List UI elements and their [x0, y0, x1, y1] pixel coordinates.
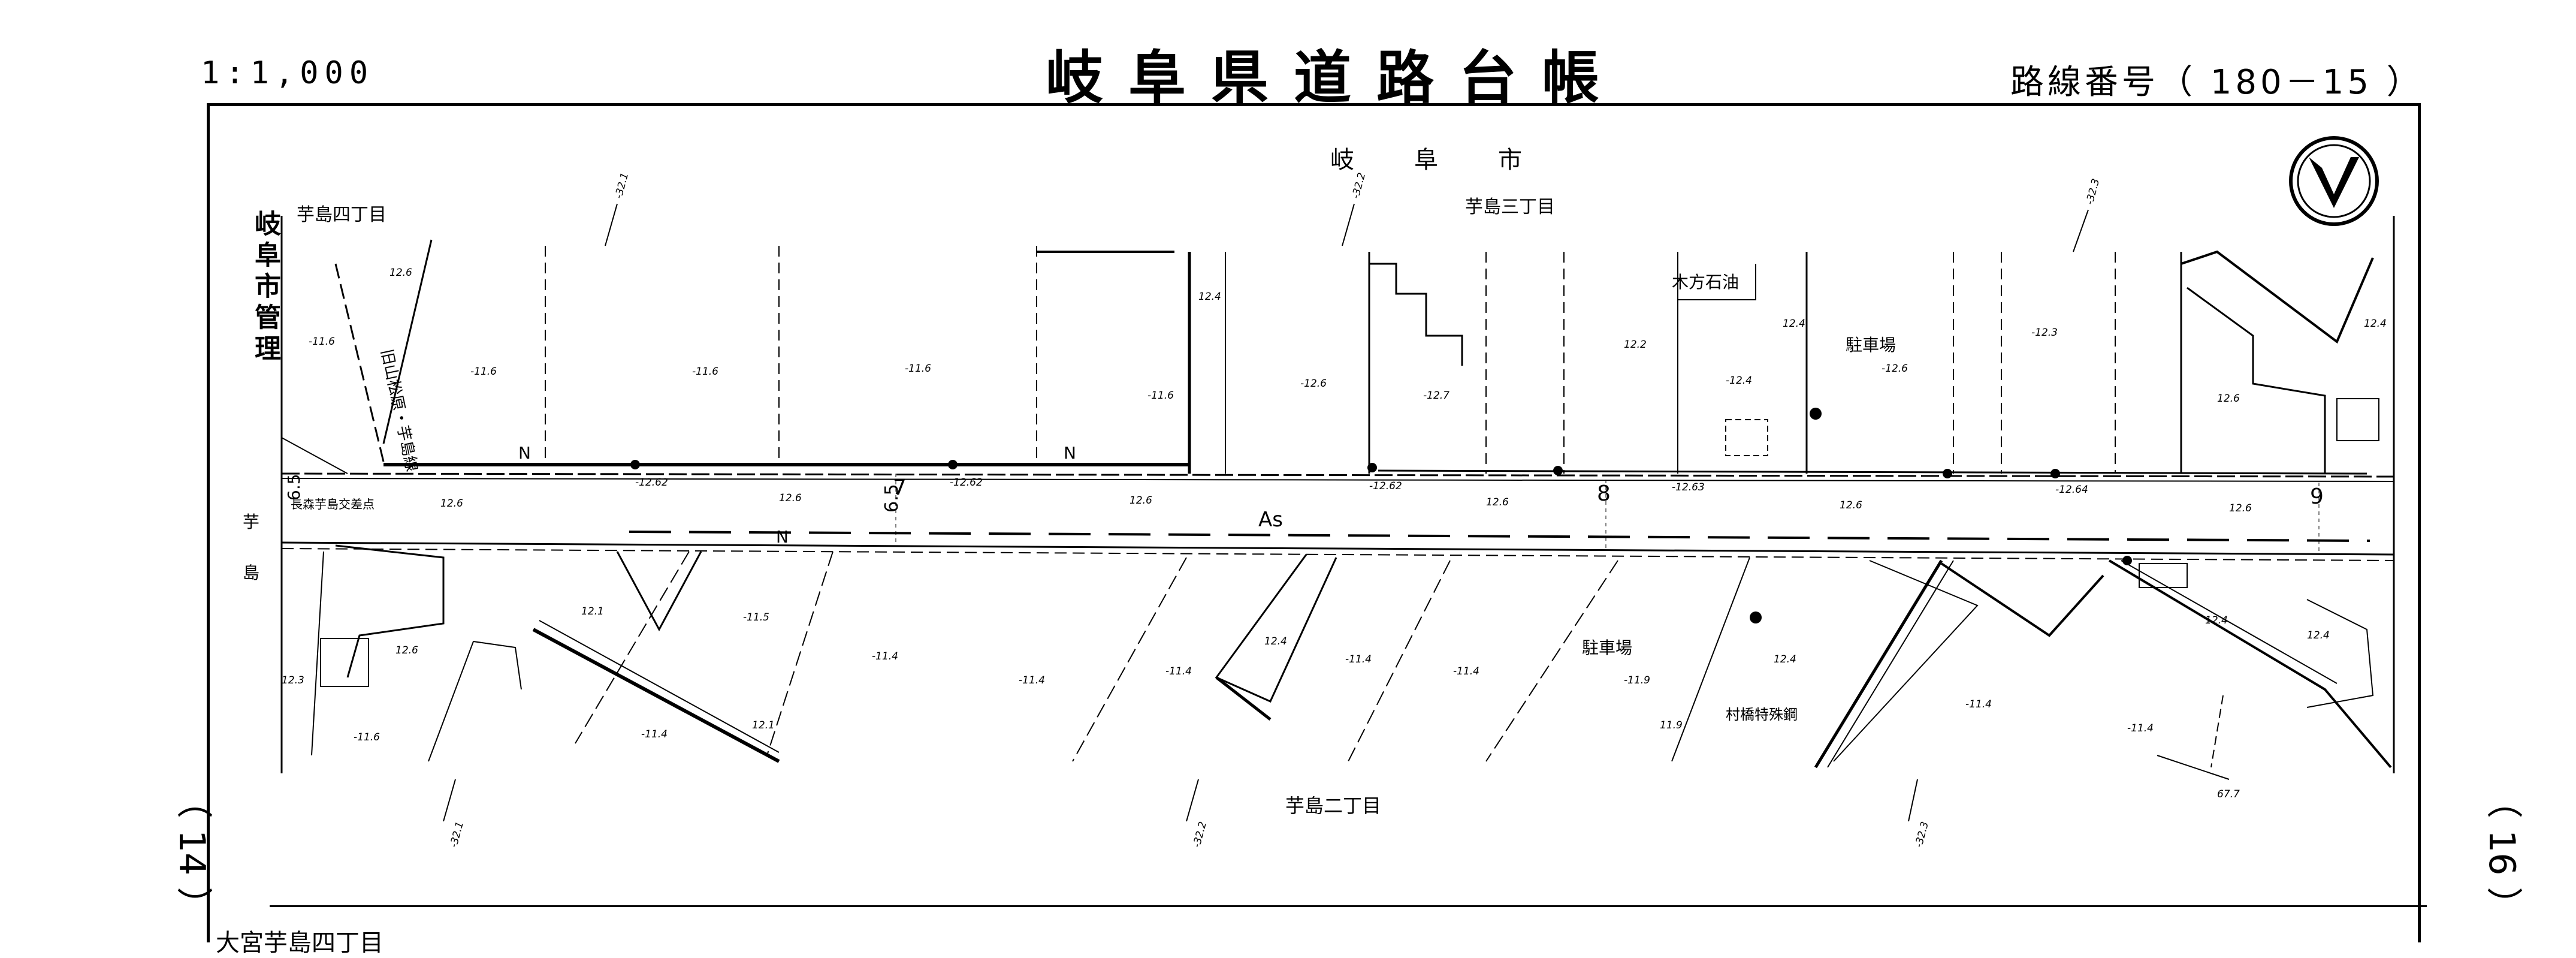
elevation-label: -11.9 [1624, 674, 1650, 686]
north-mark: N [518, 443, 531, 463]
elevation-label: -11.5 [743, 611, 769, 623]
footer-rule [270, 905, 2427, 907]
map-frame [207, 103, 2421, 942]
footer-text: 大宮芋島四丁目 [216, 929, 383, 957]
elevation-label: -11.4 [872, 650, 898, 662]
elevation-label: 12.4 [2205, 614, 2228, 626]
district-label: 島 [243, 563, 259, 583]
elevation-label: -12.7 [1423, 390, 1449, 402]
parking-label: 駐車場 [1846, 335, 1896, 355]
elevation-label: -12.63 [1672, 481, 1705, 493]
elevation-label: 12.4 [1774, 653, 1796, 665]
elevation-label: -11.6 [1147, 390, 1174, 402]
elevation-label: -11.6 [470, 366, 497, 378]
elevation-label: 12.4 [1783, 318, 1805, 330]
elevation-label: 12.4 [2307, 629, 2330, 641]
page-title: 岐阜県道路台帳 [1046, 44, 1624, 112]
elevation-label: 12.4 [1198, 291, 1221, 303]
district-label: 芋 [243, 512, 259, 532]
station-label: 9 [2310, 484, 2324, 509]
elevation-label: -11.6 [354, 731, 380, 743]
city-label: 岐 阜 市 [1330, 146, 1540, 174]
elevation-label: 12.6 [440, 498, 463, 510]
gas-station-label: 木方石油 [1672, 272, 1739, 292]
elevation-label: -12.6 [1882, 363, 1908, 375]
management-label: 岐阜市管理 [250, 210, 280, 366]
station-offset: 6.5 [881, 484, 902, 513]
elevation-label: 12.6 [2229, 502, 2252, 514]
right-page-number: （ 16 ） [2481, 782, 2523, 923]
station-label: 8 [1597, 481, 1611, 506]
elevation-label: 12.3 [282, 674, 304, 686]
elevation-label: -12.4 [1726, 375, 1752, 387]
elevation-label: -11.4 [641, 728, 668, 740]
left-page-number: （ 14 ） [171, 782, 213, 923]
elevation-label: 12.6 [779, 492, 802, 504]
district-label: 芋島二丁目 [1285, 794, 1381, 817]
elevation-label: 12.4 [1264, 635, 1287, 647]
elevation-label: 12.4 [2364, 318, 2387, 330]
crossing-label: 長森芋島交差点 [291, 497, 375, 511]
elevation-label: -12.6 [1300, 378, 1327, 390]
district-label: 芋島四丁目 [297, 204, 386, 225]
elevation-label: 12.2 [1624, 339, 1647, 351]
elevation-label: -11.4 [1019, 674, 1045, 686]
parking-label: 駐車場 [1582, 638, 1632, 658]
shop-label: 村橋特殊鋼 [1726, 706, 1798, 723]
elevation-label: -11.6 [692, 366, 718, 378]
elevation-label: -11.4 [2127, 722, 2154, 734]
railway-label: 旧山松原・芋島線 [377, 348, 421, 474]
elevation-label: -12.3 [2031, 327, 2058, 339]
north-arrow-icon [2289, 136, 2379, 226]
elevation-label: -12.64 [2055, 484, 2088, 496]
elevation-label: -11.4 [1345, 653, 1372, 665]
elevation-label: -12.62 [1369, 480, 1402, 492]
grid-tick-label: -32.3 [1913, 820, 1931, 849]
elevation-label: 12.1 [581, 605, 604, 617]
surface-label: As [1258, 508, 1283, 532]
elevation-label: 12.6 [389, 267, 412, 279]
grid-tick-label: -32.1 [448, 820, 466, 849]
elevation-label: 12.6 [1840, 499, 1862, 511]
elevation-label: -11.4 [1165, 665, 1192, 677]
elevation-label: 12.6 [2217, 393, 2240, 405]
grid-tick-label: -32.2 [1191, 820, 1209, 849]
north-mark: N [1064, 443, 1076, 463]
elevation-label: 11.9 [1660, 719, 1683, 731]
elevation-label: 12.6 [395, 644, 418, 656]
elevation-label: 67.7 [2217, 788, 2240, 800]
elevation-label: 12.6 [1130, 495, 1152, 507]
map-scale: 1:1,000 [201, 55, 375, 91]
grid-tick-label: -32.2 [1350, 171, 1369, 200]
route-number: 路線番号（ 180－15 ） [2010, 63, 2424, 102]
elevation-label: -12.62 [950, 477, 983, 489]
elevation-label: 12.1 [752, 719, 775, 731]
elevation-label: -11.6 [309, 336, 335, 348]
station-label: 7 [893, 475, 907, 500]
district-label: 芋島三丁目 [1465, 197, 1555, 218]
grid-tick-label: -32.3 [2084, 177, 2103, 206]
elevation-label: -11.4 [1453, 665, 1479, 677]
elevation-label: -11.4 [1965, 698, 1992, 710]
elevation-label: -11.6 [905, 363, 931, 375]
grid-tick-label: -32.1 [613, 171, 632, 200]
elevation-label: 12.6 [1486, 496, 1509, 508]
station-offset: 6.5 [284, 474, 304, 501]
elevation-label: -12.62 [635, 477, 668, 489]
north-mark: N [776, 527, 789, 547]
